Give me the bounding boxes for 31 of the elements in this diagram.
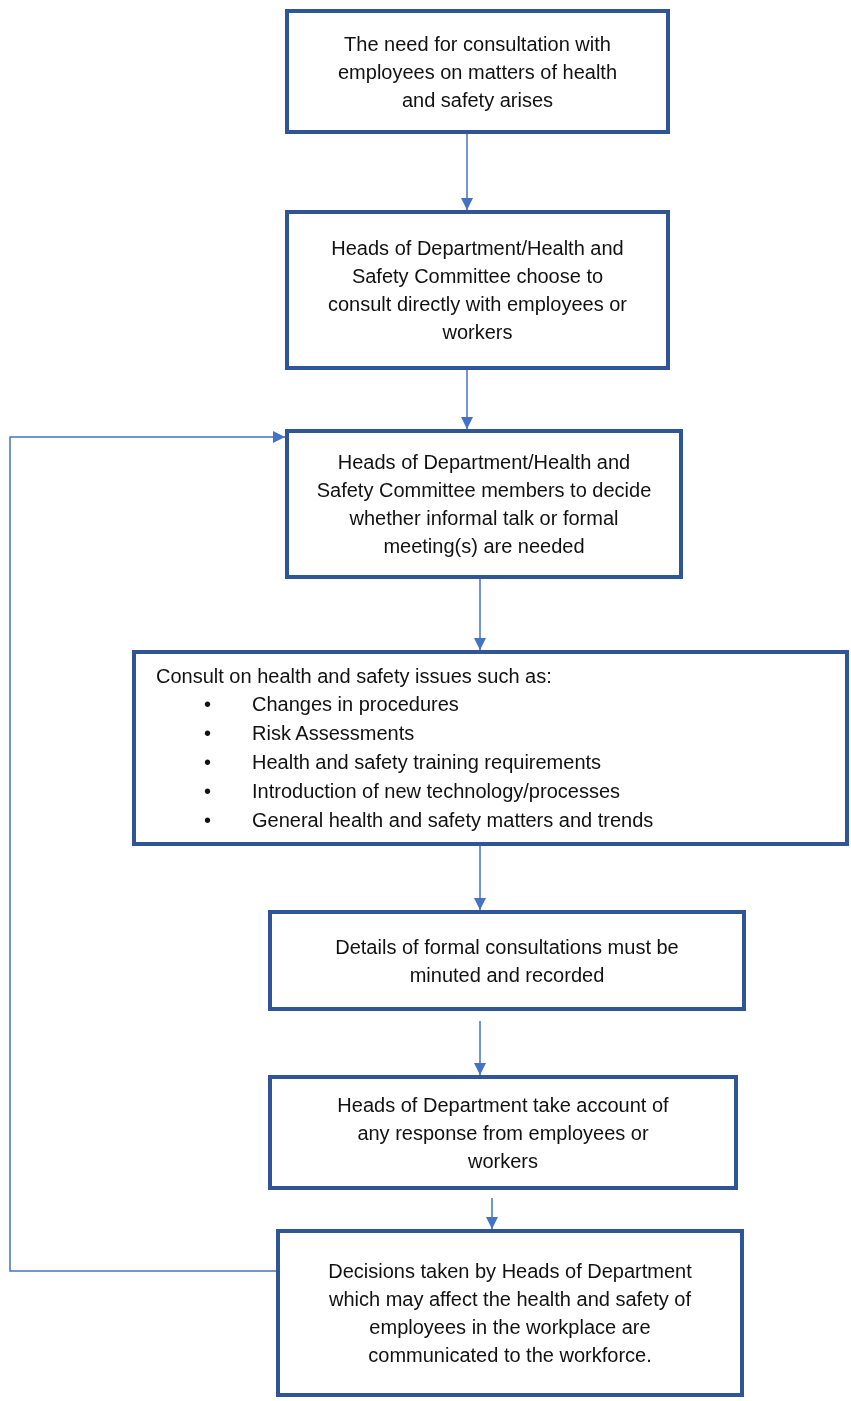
bullet-point: •: [204, 692, 212, 717]
box-text: The need for consultation with employees on matters of health and safety arises: [336, 31, 618, 113]
bullet-item: Introduction of new technology/processes: [252, 779, 621, 804]
bullet-point: •: [204, 779, 212, 804]
bullet-point: •: [204, 808, 212, 833]
box-text: Heads of Department take account of any response from employees or workers: [336, 1092, 670, 1174]
process-box: [285, 210, 670, 370]
box-text: Heads of Department/Health and Safety Committee choose to consult directly with employees or workers: [327, 236, 628, 345]
box-heading: Consult on health and safety issues such as:: [156, 664, 552, 689]
arrow: [461, 369, 473, 430]
bullet-item: Risk Assessments: [252, 721, 416, 746]
arrow: [474, 1020, 486, 1076]
arrow: [474, 845, 486, 911]
bullet-point: •: [204, 750, 212, 775]
arrow: [461, 133, 473, 211]
process-box: [285, 429, 683, 579]
arrow: [474, 578, 486, 651]
box-text: Details of formal consultations must be minuted and recorded: [334, 934, 680, 988]
process-box: [285, 9, 670, 134]
arrow: [486, 1197, 498, 1230]
bullet-item: General health and safety matters and trends: [252, 808, 654, 833]
box-text: Heads of Department/Health and Safety Committee members to decide whether informal talk or formal meeting(s) are needed: [315, 450, 653, 559]
box-text: Decisions taken by Heads of Department which may affect the health and safety of employees in the workplace are communicated to the workforce.: [327, 1259, 693, 1368]
bullet-item: Health and safety training requirements: [252, 750, 603, 775]
process-box: [132, 650, 849, 846]
bullet-point: •: [204, 721, 212, 746]
process-box: [268, 1075, 738, 1190]
bullet-item: Changes in procedures: [252, 692, 460, 717]
arrow: [9, 431, 286, 1272]
process-box: [276, 1229, 744, 1397]
process-box: [268, 910, 746, 1011]
